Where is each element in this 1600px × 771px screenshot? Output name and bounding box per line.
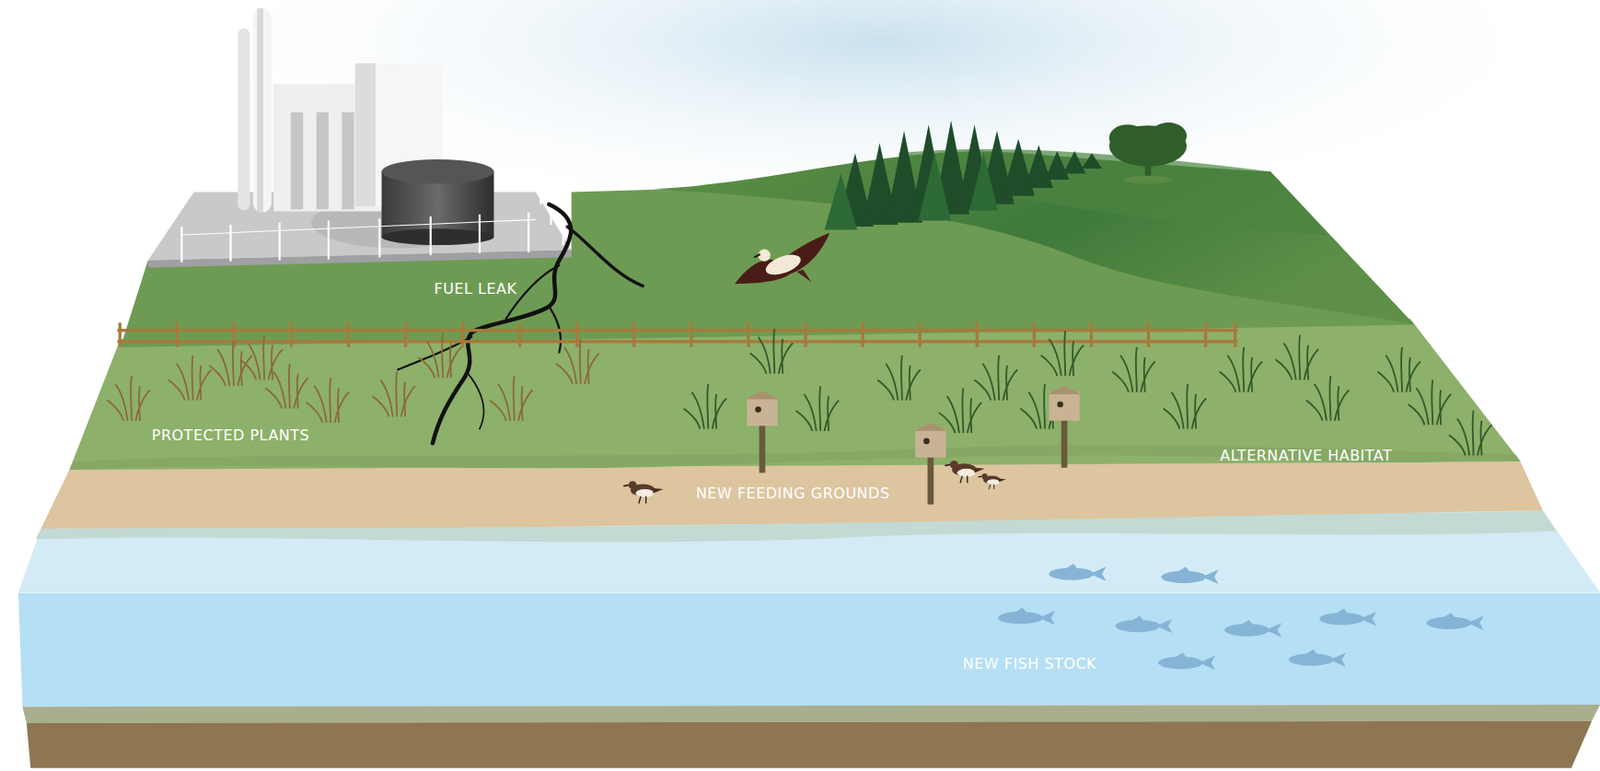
area-label: ALTERNATIVE HABITAT	[1219, 446, 1392, 464]
leak-label: FUEL LEAK	[434, 279, 518, 298]
area-label: NEW FISH STOCK	[962, 654, 1097, 673]
area-label: PROTECTED PLANTS	[151, 426, 310, 444]
area-label: NEW FEEDING GROUNDS	[695, 484, 891, 502]
